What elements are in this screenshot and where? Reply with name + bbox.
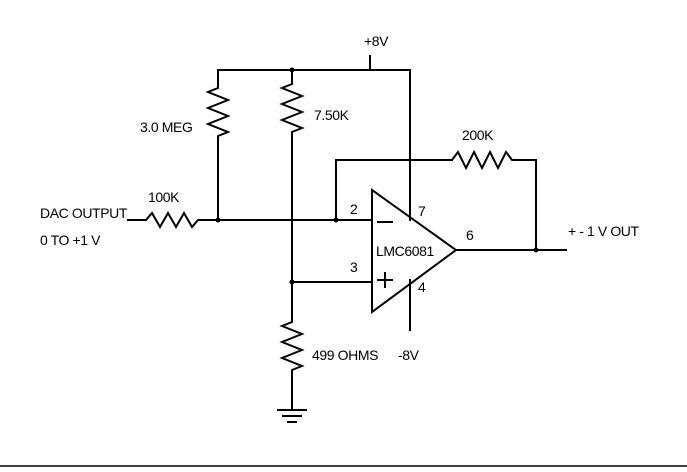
resistor-499-ohms-label: 499 OHMS xyxy=(312,347,378,363)
pin-3-label: 3 xyxy=(350,259,358,275)
pin-2-label: 2 xyxy=(350,201,358,217)
resistor-3-meg xyxy=(205,69,231,221)
input-label-line1: DAC OUTPUT xyxy=(40,205,128,221)
resistor-200k-label: 200K xyxy=(462,127,494,143)
pin-6-label: 6 xyxy=(466,227,474,243)
resistor-7-50k xyxy=(279,69,305,221)
negative-supply-label: -8V xyxy=(398,347,420,363)
output-label: + - 1 V OUT xyxy=(568,223,640,239)
positive-supply-rail xyxy=(217,55,411,71)
input-label-line2: 0 TO +1 V xyxy=(40,232,101,248)
pin-4-label: 4 xyxy=(418,279,426,295)
junction-dots xyxy=(215,67,539,285)
input-wire xyxy=(127,210,219,230)
resistor-7-50k-label: 7.50K xyxy=(314,107,350,123)
feedback-path xyxy=(335,149,537,249)
opamp-symbol xyxy=(371,188,458,314)
resistor-499-ohms xyxy=(279,219,305,411)
ground-icon xyxy=(277,409,307,423)
resistor-100k-label: 100K xyxy=(148,189,180,205)
opamp-part-label: LMC6081 xyxy=(376,243,435,259)
resistor-3-meg-label: 3.0 MEG xyxy=(140,119,192,135)
pin-7-label: 7 xyxy=(418,203,426,219)
positive-supply-label: +8V xyxy=(364,33,389,49)
